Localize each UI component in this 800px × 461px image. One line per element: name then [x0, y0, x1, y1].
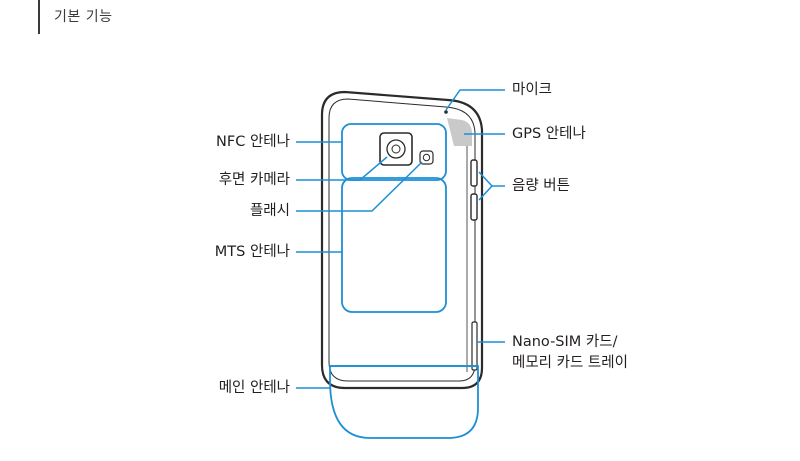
- label-mic: 마이크: [512, 82, 553, 98]
- flash-lamp: [422, 153, 431, 162]
- label-gps-antenna: GPS 안테나: [512, 126, 586, 142]
- label-main-antenna: 메인 안테나: [218, 380, 290, 396]
- callout-mic: [445, 89, 505, 111]
- page-section-title: 기본 기능: [54, 9, 113, 25]
- camera-lens-ring: [386, 139, 406, 159]
- flash-housing: [419, 150, 434, 165]
- label-rear-camera: 후면 카메라: [218, 172, 290, 188]
- label-sim-tray-line1: Nano-SIM 카드/: [512, 334, 618, 350]
- label-sim-tray-line2: 메모리 카드 트레이: [512, 355, 628, 371]
- label-mts-antenna: MTS 안테나: [214, 244, 290, 260]
- header-divider: [38, 0, 40, 34]
- label-flash: 플래시: [249, 203, 290, 219]
- phone-body-inner-outline: [328, 98, 476, 382]
- sim-tray-slot: [471, 321, 478, 371]
- main-antenna-area: [329, 365, 479, 439]
- callout-rear-camera: [296, 156, 388, 181]
- label-nfc-antenna: NFC 안테나: [216, 134, 290, 150]
- nfc-antenna-area: [341, 123, 447, 181]
- volume-down-key: [470, 193, 478, 221]
- volume-up-key: [470, 159, 478, 187]
- mts-antenna-area: [341, 177, 447, 313]
- label-volume-button: 음량 버튼: [512, 178, 570, 194]
- callout-flash: [296, 161, 423, 212]
- rear-camera-module: [379, 132, 413, 166]
- camera-lens-inner: [391, 144, 401, 154]
- mic-hole: [444, 110, 448, 114]
- gps-antenna-area: [447, 118, 472, 146]
- phone-body-outline: [320, 90, 484, 390]
